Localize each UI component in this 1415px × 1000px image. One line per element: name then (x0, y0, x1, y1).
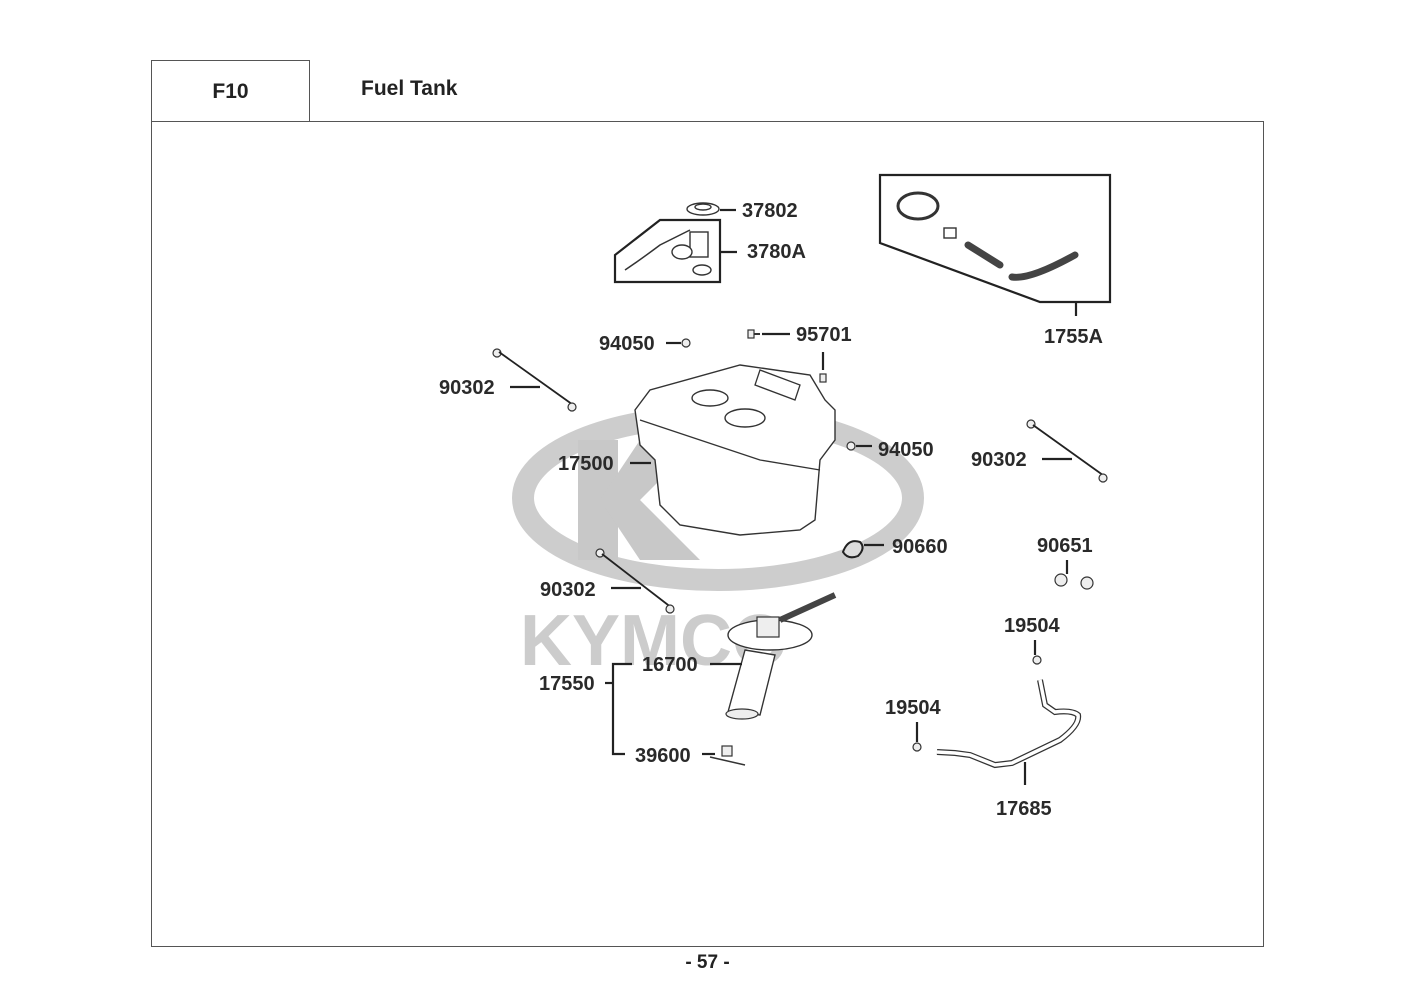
fuel-gauge-sender-kit-icon (613, 218, 722, 284)
part-label-19504[interactable]: 19504 (1004, 615, 1060, 637)
part-label-17685[interactable]: 17685 (996, 798, 1052, 820)
part-label-37802[interactable]: 37802 (742, 200, 798, 222)
part-label-95701[interactable]: 95701 (796, 324, 852, 346)
part-label-17550[interactable]: 17550 (539, 673, 595, 695)
screw-icon (595, 548, 675, 614)
part-label-1755A[interactable]: 1755A (1044, 326, 1103, 348)
part-label-17500[interactable]: 17500 (558, 453, 614, 475)
fuel-hose-icon (936, 679, 1082, 769)
nut-icon (846, 441, 856, 451)
ring-nut-icon (686, 202, 720, 216)
part-label-90302[interactable]: 90302 (439, 377, 495, 399)
page-number: - 57 - (685, 952, 730, 973)
bolt-icon (747, 329, 827, 383)
part-label-90651[interactable]: 90651 (1037, 535, 1093, 557)
filter-icon (709, 745, 746, 766)
diagram-frame (151, 121, 1264, 947)
part-label-90302[interactable]: 90302 (540, 579, 596, 601)
nut-icon (681, 338, 691, 348)
section-code-text: F10 (212, 79, 249, 103)
fuel-tank-icon (634, 364, 836, 536)
section-code: F10 (151, 60, 310, 122)
part-label-94050[interactable]: 94050 (599, 333, 655, 355)
part-label-90660[interactable]: 90660 (892, 536, 948, 558)
part-label-94050[interactable]: 94050 (878, 439, 934, 461)
hose-clip-icon (912, 655, 1042, 752)
part-label-19504[interactable]: 19504 (885, 697, 941, 719)
part-label-90302[interactable]: 90302 (971, 449, 1027, 471)
assembly-bracket (605, 662, 632, 756)
fuel-pump-icon (725, 592, 837, 720)
section-title: Fuel Tank (361, 77, 458, 100)
hose-and-clamp-kit-icon (878, 173, 1112, 304)
clamp-icon (841, 540, 864, 559)
screw-icon (1026, 419, 1108, 483)
hose-clip-icon (1054, 573, 1094, 590)
screw-icon (492, 348, 577, 412)
part-label-39600[interactable]: 39600 (635, 745, 691, 767)
part-label-16700[interactable]: 16700 (642, 654, 698, 676)
part-label-3780A[interactable]: 3780A (747, 241, 806, 263)
